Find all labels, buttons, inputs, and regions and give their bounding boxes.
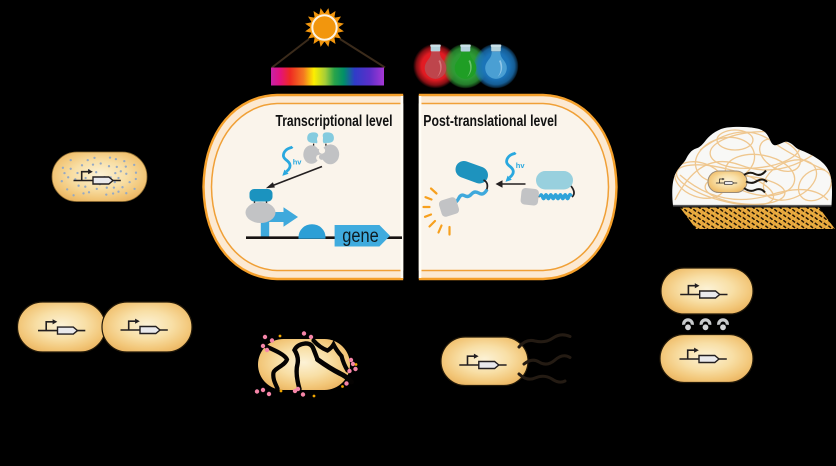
svg-text:hv: hv (516, 161, 526, 170)
svg-text:Transcriptional level: Transcriptional level (276, 113, 393, 130)
svg-text:Post-translational level: Post-translational level (423, 113, 557, 130)
svg-text:gene: gene (342, 225, 379, 247)
svg-text:hv: hv (293, 157, 303, 166)
